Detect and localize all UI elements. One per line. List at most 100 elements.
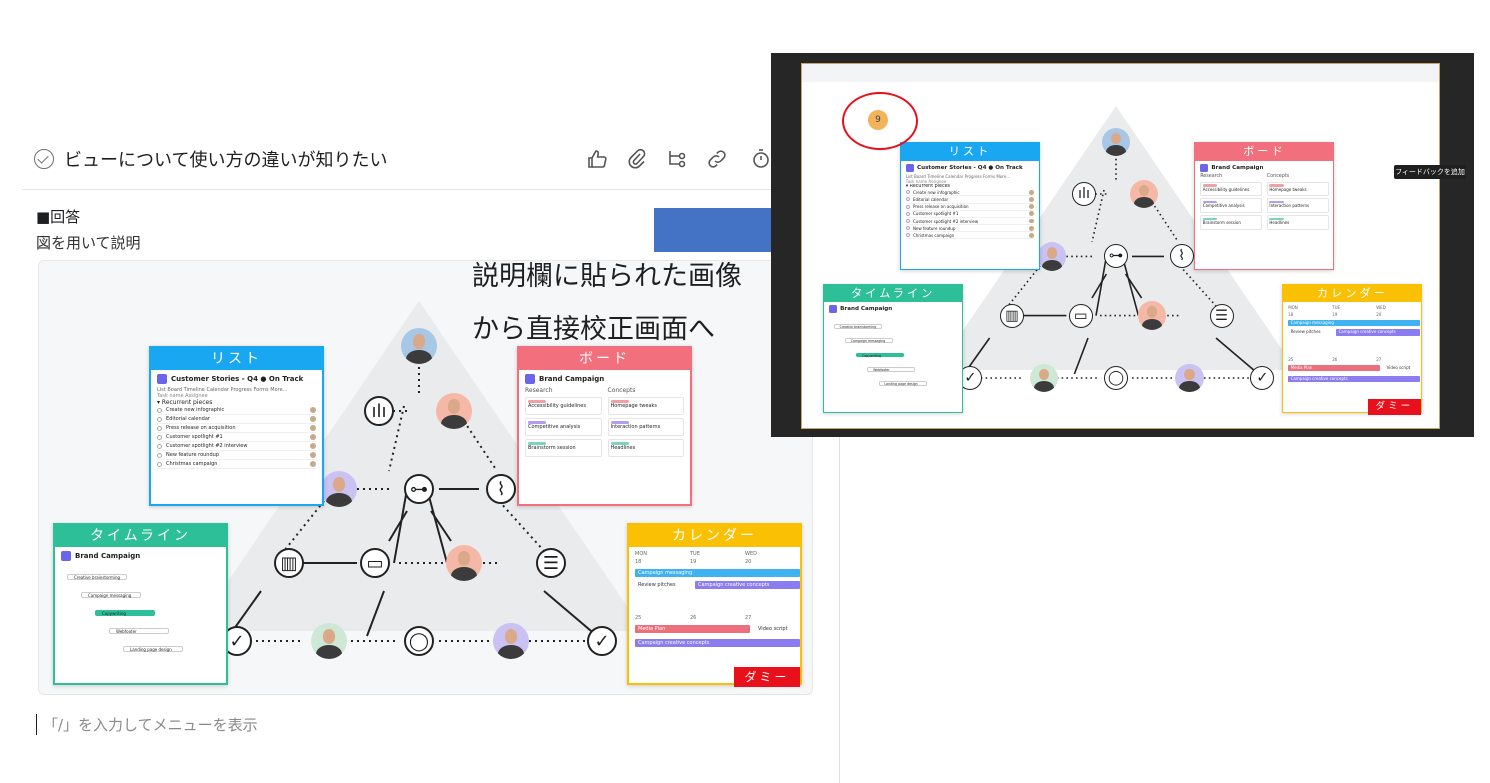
task-header: ビューについて使い方の違いが知りたい <box>22 130 840 190</box>
calendar-date: 20 <box>745 559 752 565</box>
workflow-icon: ⊶ <box>404 474 434 504</box>
answer-subtext: 図を用いて説明 <box>36 234 141 252</box>
board-card: Headlines <box>1266 215 1329 230</box>
timeline-bar: Copywriting <box>856 352 905 358</box>
check-circle-icon: ✓ <box>1250 366 1275 390</box>
timeline-bar: Webfooter <box>109 628 169 634</box>
solid-connector <box>1215 337 1259 375</box>
avatar <box>1029 363 1059 393</box>
board-card: Homepage tweaks <box>1266 181 1329 196</box>
solid-connector <box>1121 256 1140 316</box>
thumbs-up-icon[interactable] <box>585 147 609 171</box>
timer-icon[interactable] <box>749 147 773 171</box>
solid-connector <box>1091 273 1108 299</box>
mini-text: List Board Timeline Calendar Progress Fo… <box>157 387 288 393</box>
project-name: Brand Campaign <box>1211 164 1264 171</box>
timeline-bar: Campaign messaging <box>844 338 893 343</box>
calendar-event: Campaign creative concepts <box>635 639 800 647</box>
list-row: Editorial calendar <box>905 196 1035 204</box>
avatar <box>436 393 472 429</box>
solid-connector <box>543 590 598 637</box>
timeline-bar: Creative brainstorming <box>833 323 882 329</box>
calendar-event: Campaign creative concepts <box>695 581 800 589</box>
list-row: New feature roundup <box>157 451 316 460</box>
solid-connector <box>393 488 408 564</box>
calendar-date: 25 <box>1288 356 1294 362</box>
link-icon[interactable] <box>705 147 729 171</box>
caption-line-2: から直接校正画面へ <box>472 314 715 345</box>
highlight-ring <box>842 92 918 150</box>
calendar-day-label: TUE <box>1332 305 1341 311</box>
bar-chart-icon: ılı <box>1072 182 1096 206</box>
calendar-event: Campaign messaging <box>635 569 800 577</box>
calendar-day-label: MON <box>1288 305 1298 311</box>
list-row: Customer spotlight #1 <box>905 211 1035 218</box>
board-card: Competitive analysis <box>1200 198 1262 213</box>
caption-line-1: 説明欄に貼られた画像 <box>472 261 742 292</box>
mini-text: Task name Assignee <box>905 179 947 185</box>
calendar-event: Video script <box>1384 364 1421 371</box>
project-name: Customer Stories - Q4 ● On Track <box>171 375 304 383</box>
avatar <box>1137 301 1167 330</box>
avatar <box>1175 363 1204 393</box>
timeline-bar: Landing page design <box>123 646 183 652</box>
calendar-icon: ▭ <box>360 548 390 578</box>
proofing-toolbar <box>802 64 1439 82</box>
calendar-day-label: WED <box>745 551 757 557</box>
board-card: Headlines <box>607 439 684 457</box>
calendar-date: 27 <box>745 615 752 621</box>
avatar <box>311 623 347 659</box>
calendar-icon: ▭ <box>1068 303 1093 328</box>
board-view-card-title: ボード <box>519 348 690 370</box>
command-hint[interactable]: 「/」を入力してメニューを表示 <box>36 714 258 735</box>
list-row: Create new infographic <box>905 189 1035 197</box>
list-row: New feature roundup <box>905 225 1035 233</box>
pyramid-shape <box>936 106 1296 370</box>
calendar-date: 18 <box>1288 311 1294 317</box>
calendar-date: 27 <box>1376 356 1382 362</box>
paperclip-icon[interactable] <box>625 147 649 171</box>
project-name: Customer Stories - Q4 ● On Track <box>916 164 1023 171</box>
board-column-header: Research <box>1200 174 1223 180</box>
list-row: Press release on acquisition <box>905 204 1035 211</box>
board-view-card-title: ボード <box>1195 143 1334 161</box>
subtask-icon[interactable] <box>665 147 689 171</box>
task-detail-pane: ビューについて使い方の違いが知りたい ■回答 図を用いて説明 ılı⊶⌇▥▭☰✓… <box>22 130 840 783</box>
mini-text: List Board Timeline Calendar Progress Fo… <box>905 174 1011 180</box>
complete-task-checkbox[interactable] <box>34 149 54 169</box>
annotation-count-badge[interactable]: 9 <box>868 110 888 130</box>
calendar-date: 20 <box>1376 311 1382 317</box>
solid-connector <box>1095 256 1108 316</box>
mini-text: ▾ Recurrent pieces <box>905 184 951 190</box>
calendar-date: 26 <box>690 615 697 621</box>
line-chart-icon: ⌇ <box>1169 244 1194 269</box>
list-row: Christmas campaign <box>157 460 316 469</box>
solid-connector <box>366 590 385 637</box>
calendar-date: 19 <box>1332 311 1338 317</box>
list-row: Create new infographic <box>157 406 316 415</box>
task-title[interactable]: ビューについて使い方の違いが知りたい <box>64 150 388 171</box>
avatar <box>1037 242 1067 271</box>
timeline-view-card-title: タイムライン <box>55 525 226 547</box>
avatar <box>493 623 529 659</box>
calendar-event: Video script <box>755 625 800 633</box>
calendar-event: Media Plan <box>1288 364 1381 371</box>
avatar <box>1101 127 1131 157</box>
list-row: Customer spotlight #2 interview <box>157 442 316 451</box>
workflow-icon: ⊶ <box>1104 244 1128 269</box>
board-column-header: Research <box>525 387 553 394</box>
line-chart-icon: ⌇ <box>486 474 516 504</box>
board-column-header: Concepts <box>1266 174 1290 180</box>
timeline-bar: Campaign messaging <box>81 592 141 598</box>
dotted-connector <box>1091 189 1105 243</box>
project-name: Brand Campaign <box>840 306 893 313</box>
bar-chart-icon: ılı <box>364 396 394 426</box>
